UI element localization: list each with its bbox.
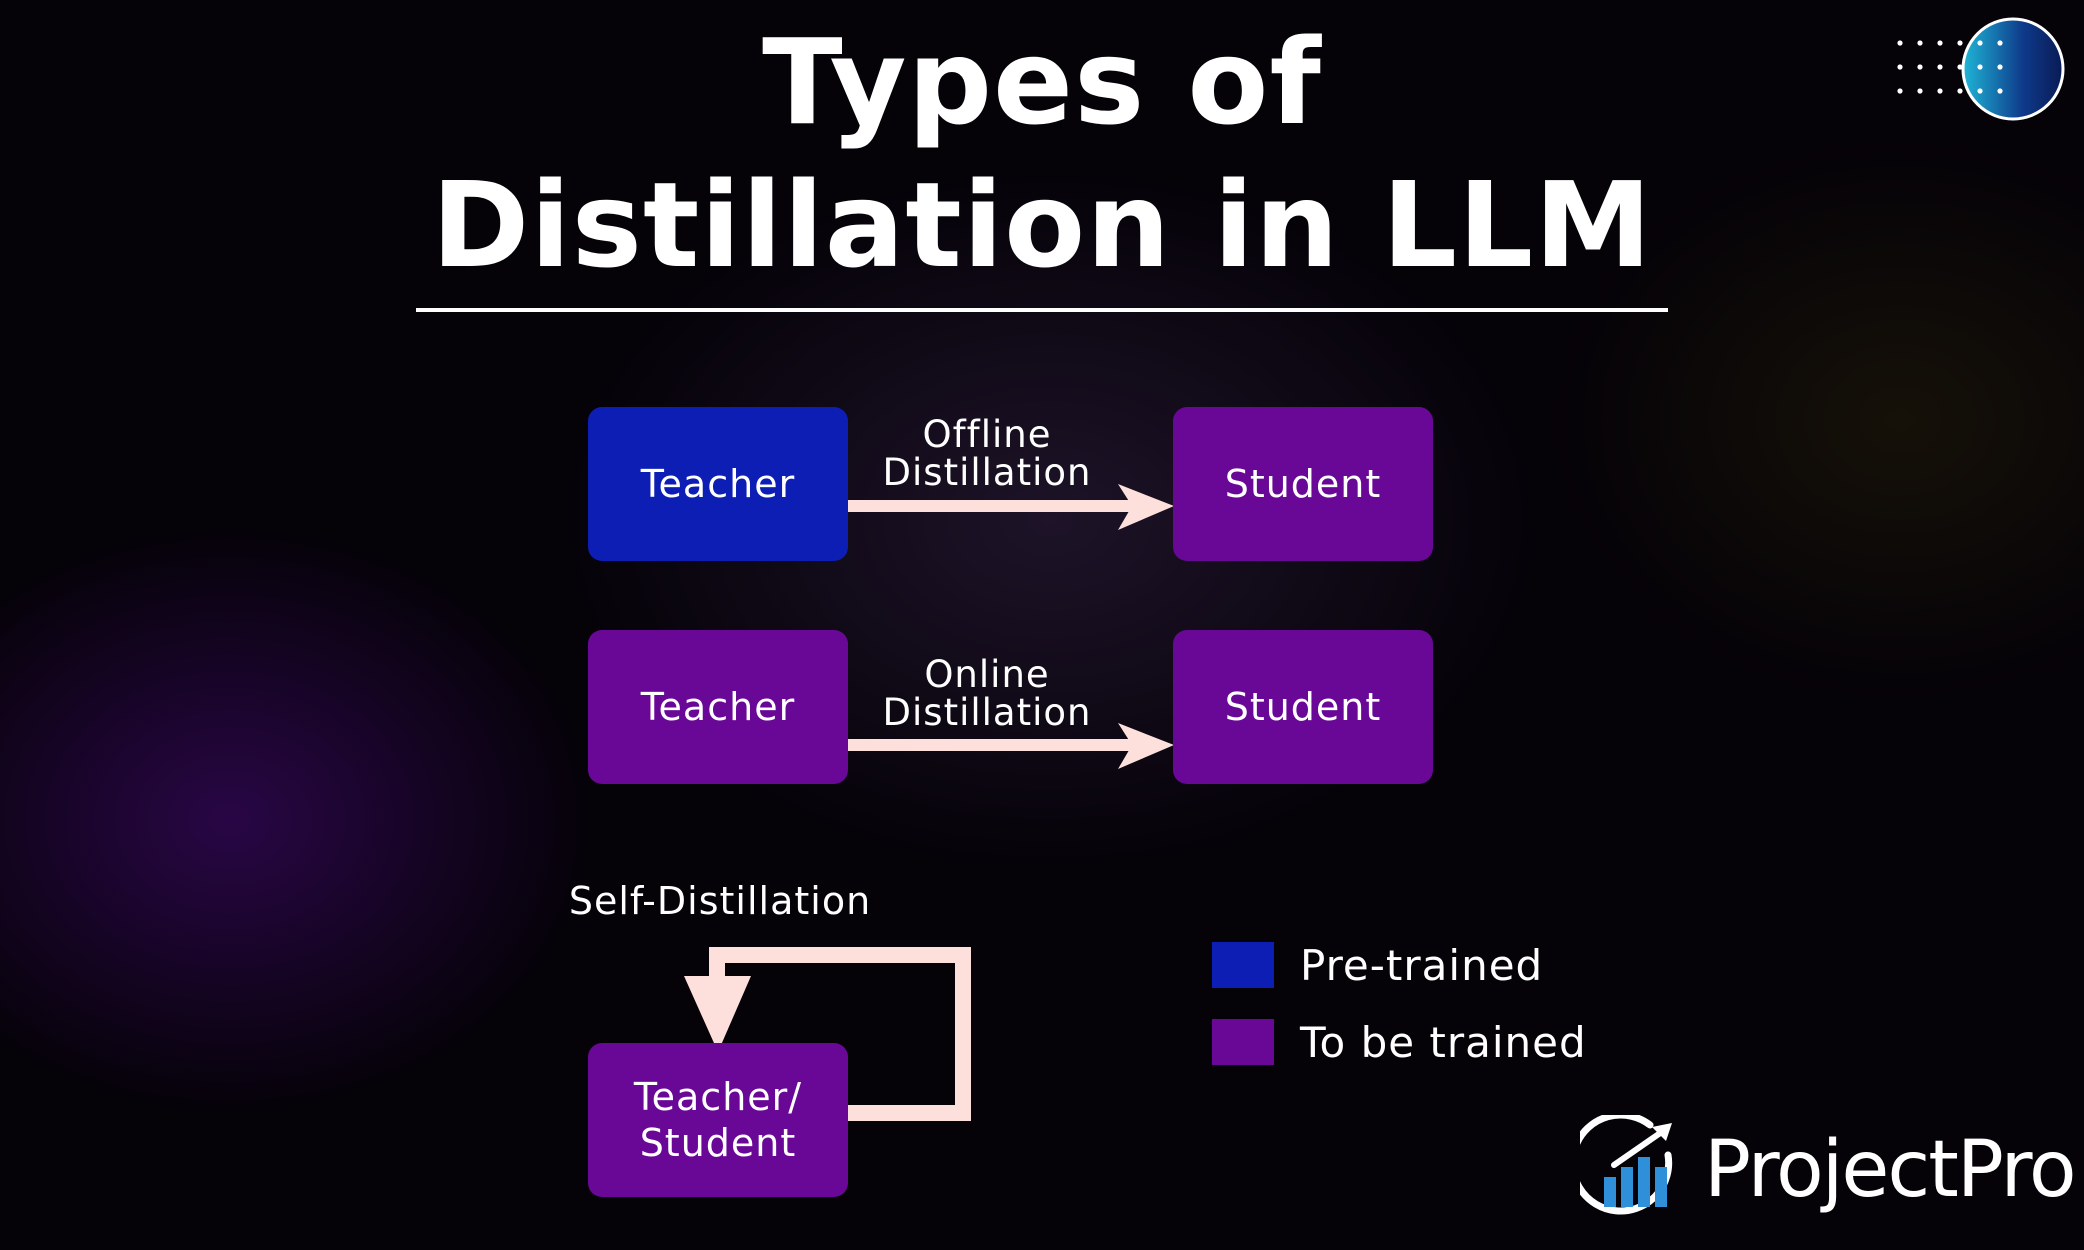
offline-teacher-label: Teacher: [640, 462, 796, 506]
online-edge-label-line-2: Distillation: [882, 691, 1092, 734]
title-divider: [416, 308, 1668, 312]
page-title-line-2: Distillation in LLM: [431, 156, 1653, 294]
self-teacher-student-node: Teacher/ Student: [588, 1043, 848, 1197]
self-node-label-line-1: Teacher/: [633, 1075, 803, 1119]
legend-label-to-be-trained: To be trained: [1300, 1017, 1587, 1067]
online-teacher-node: Teacher: [588, 630, 848, 784]
offline-teacher-node: Teacher: [588, 407, 848, 561]
offline-edge-label: Offline Distillation: [837, 416, 1137, 492]
offline-student-node: Student: [1173, 407, 1433, 561]
offline-student-label: Student: [1224, 462, 1382, 506]
brand-logo: ProjectPro: [1580, 1115, 2077, 1225]
online-student-label: Student: [1224, 685, 1382, 729]
legend-item-pretrained: Pre-trained: [1212, 940, 1544, 990]
online-edge-label: Online Distillation: [837, 656, 1137, 732]
online-distillation-arrow: [847, 723, 1174, 769]
offline-edge-label-line-1: Offline: [922, 413, 1052, 456]
legend-label-pretrained: Pre-trained: [1300, 940, 1544, 990]
brand-name: ProjectPro: [1704, 1125, 2077, 1215]
bar-chart-arrow-icon: [1580, 1115, 1673, 1215]
offline-distillation-arrow: [847, 484, 1174, 530]
legend-item-to-be-trained: To be trained: [1212, 1017, 1587, 1067]
dotted-globe-icon: [1897, 17, 2065, 121]
self-distillation-loop-arrow: [684, 947, 971, 1121]
online-edge-label-line-1: Online: [924, 653, 1050, 696]
legend-swatch-to-be-trained: [1212, 1019, 1274, 1065]
page-title-line-1: Types of: [762, 13, 1322, 151]
online-teacher-label: Teacher: [640, 685, 796, 729]
self-node-label-line-2: Student: [639, 1121, 797, 1165]
online-student-node: Student: [1173, 630, 1433, 784]
offline-edge-label-line-2: Distillation: [882, 451, 1092, 494]
self-distillation-label: Self-Distillation: [568, 879, 872, 923]
legend-swatch-pretrained: [1212, 942, 1274, 988]
